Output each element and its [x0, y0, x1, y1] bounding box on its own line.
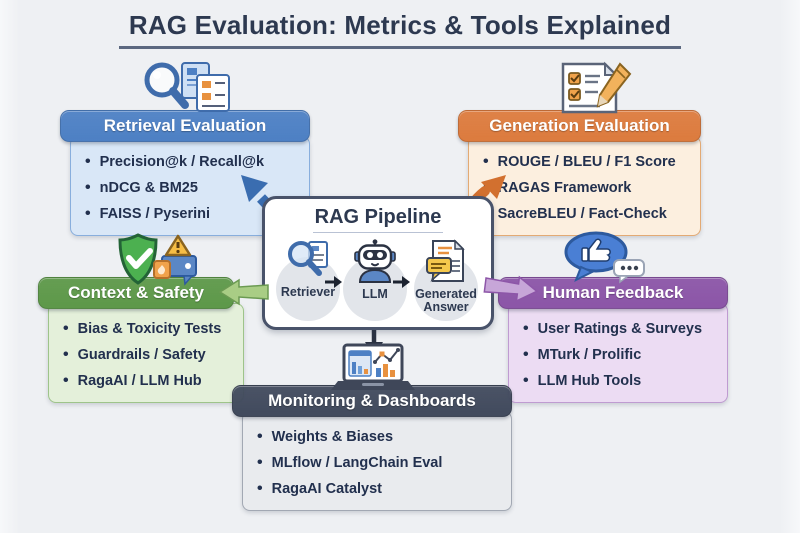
stage-generated-answer: Generated Answer	[411, 235, 481, 321]
monitoring-dashboards-body: Weights & Biases MLflow / LangChain Eval…	[242, 411, 512, 511]
stage-label: LLM	[362, 287, 388, 301]
list-item: FAISS / Pyserini	[85, 201, 299, 227]
list-item: SacreBLEU / Fact-Check	[497, 206, 667, 222]
list-item: Precision@k / Recall@k	[85, 149, 299, 175]
thumbs-up-bubble-icon	[564, 231, 645, 284]
title-wrap: RAG Evaluation: Metrics & Tools Explaine…	[0, 10, 800, 49]
list-item: Bias & Toxicity Tests	[63, 316, 233, 342]
magnifier-document-icon	[288, 241, 328, 276]
stage-retriever: Retriever	[273, 235, 343, 321]
document-chat-icon	[426, 239, 465, 283]
laptop-chart-icon	[331, 343, 415, 390]
human-feedback-header: Human Feedback	[498, 277, 728, 309]
title-underline	[313, 232, 443, 233]
list-item: Guardrails / Safety	[63, 342, 233, 368]
generation-evaluation-header: Generation Evaluation	[458, 110, 701, 142]
list-item: User Ratings & Surveys	[523, 316, 717, 342]
list-item: nDCG & BM25	[85, 175, 299, 201]
stage-label: Generated Answer	[415, 287, 477, 314]
pipeline-stages: Retriever	[265, 233, 491, 325]
stage-label: Retriever	[280, 285, 336, 299]
list-item: LLM Hub Tools	[523, 368, 717, 394]
retrieval-evaluation-header: Retrieval Evaluation	[60, 110, 310, 142]
context-safety-body: Bias & Toxicity Tests Guardrails / Safet…	[48, 303, 244, 403]
card-title: Retrieval Evaluation	[103, 116, 267, 135]
human-feedback-body: User Ratings & Surveys MTurk / Prolific …	[508, 303, 728, 403]
monitoring-dashboards-card: Monitoring & Dashboards Weights & Biases…	[232, 385, 512, 511]
stage-blob	[276, 257, 340, 321]
generation-evaluation-card: Generation Evaluation ROUGE / BLEU / F1 …	[458, 110, 701, 236]
arrow-to-context-icon	[218, 278, 269, 306]
list-item: RagaAI / LLM Hub	[63, 368, 233, 394]
magnifier-cards-icon	[144, 62, 230, 112]
list-item: ROUGE / BLEU / F1 Score	[483, 149, 690, 175]
card-title: Context & Safety	[67, 283, 205, 302]
monitoring-dashboards-header: Monitoring & Dashboards	[232, 385, 512, 417]
card-title: Monitoring & Dashboards	[268, 391, 476, 410]
list-item: MTurk / Prolific	[523, 342, 717, 368]
list-item: RagaAI Catalyst	[257, 476, 501, 502]
pipeline-arrow-icon	[325, 276, 342, 288]
list-item: Weights & Biases	[257, 424, 501, 450]
retrieval-evaluation-card: Retrieval Evaluation Precision@k / Recal…	[60, 110, 310, 236]
list-item: RAGAS Framework	[483, 175, 690, 201]
card-title: Generation Evaluation	[489, 116, 670, 135]
stage-llm: LLM	[340, 235, 410, 321]
robot-icon	[354, 239, 396, 283]
human-feedback-card: Human Feedback User Ratings & Surveys MT…	[498, 277, 728, 403]
card-title: Human Feedback	[542, 283, 684, 302]
context-safety-card: Context & Safety Bias & Toxicity Tests G…	[38, 277, 244, 403]
checklist-pencil-icon	[561, 61, 632, 114]
list-item: MLflow / LangChain Eval	[257, 450, 501, 476]
rag-pipeline-title: RAG Pipeline	[314, 206, 442, 228]
generation-evaluation-body: ROUGE / BLEU / F1 Score RAGAS Framework …	[468, 136, 701, 236]
arrow-to-human-feedback-icon	[483, 275, 539, 303]
pipeline-arrow-icon	[393, 276, 410, 288]
page-title: RAG Evaluation: Metrics & Tools Explaine…	[118, 10, 682, 49]
rag-pipeline-card: RAG Pipeline Retriever	[262, 196, 494, 330]
shield-check-icon	[118, 233, 197, 286]
